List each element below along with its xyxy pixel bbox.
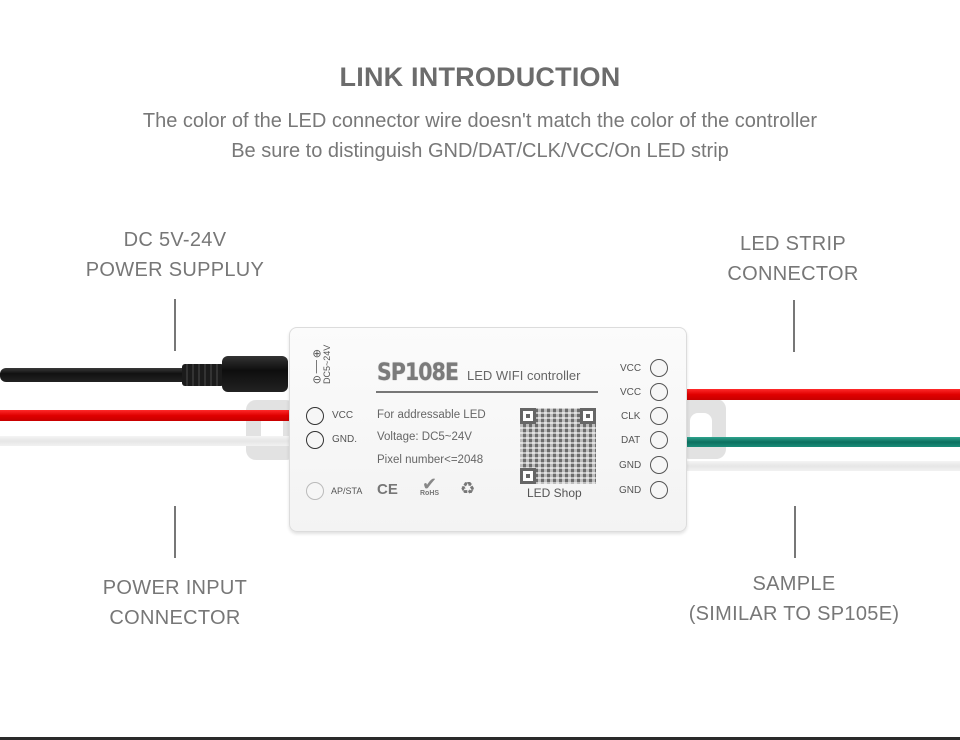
wire-white-right	[685, 461, 960, 471]
callout-power-supply-line1: DC 5V-24V	[123, 229, 227, 251]
subtitle-line-1: The color of the LED connector wire does…	[142, 110, 818, 132]
port-label: VCC	[620, 363, 642, 374]
dc-jack-grip	[182, 364, 224, 386]
callout-sample: SAMPLE (SIMILAR TO SP105E)	[664, 569, 924, 629]
dc-polarity-icon: ⊕│⊖	[312, 348, 322, 386]
leader-line-power-input	[174, 506, 176, 558]
port-dat	[650, 431, 668, 449]
spec-addressable: For addressable LED	[377, 409, 486, 421]
leader-line-led-strip	[793, 300, 795, 352]
bottom-border	[0, 737, 960, 740]
qr-caption: LED Shop	[527, 486, 582, 500]
spec-voltage: Voltage: DC5~24V	[377, 431, 472, 443]
leader-line-sample	[794, 506, 796, 558]
port-label: GND.	[332, 434, 357, 445]
callout-led-strip-connector: LED STRIP CONNECTOR	[673, 229, 913, 289]
port-vcc-1	[650, 359, 668, 377]
callout-power-input-connector: POWER INPUT CONNECTOR	[55, 573, 295, 633]
port-label: AP/STA	[331, 486, 363, 496]
callout-power-input-line1: POWER INPUT	[102, 577, 248, 599]
ap-sta-button[interactable]	[306, 482, 324, 500]
port-label: VCC	[620, 387, 642, 398]
port-vcc-input	[306, 407, 324, 425]
port-label: CLK	[621, 411, 641, 422]
wire-green-right	[685, 437, 960, 447]
dc-voltage-label: DC5~24V	[322, 344, 332, 384]
port-label: GND	[619, 485, 642, 496]
product-name: LED WIFI controller	[467, 368, 581, 383]
port-label: VCC	[332, 410, 354, 421]
wire-red-right	[685, 389, 960, 400]
recycle-icon: ♻	[460, 479, 476, 498]
model-name: SP108E	[377, 358, 459, 386]
port-vcc-2	[650, 383, 668, 401]
right-wire-clip	[680, 399, 726, 459]
callout-power-input-line2: CONNECTOR	[109, 607, 241, 629]
leader-line-power-supply	[174, 299, 176, 351]
page-title: LINK INTRODUCTION	[339, 62, 621, 92]
rohs-icon: ✔ RoHS	[420, 474, 440, 497]
callout-power-supply: DC 5V-24V POWER SUPPLUY	[55, 225, 295, 285]
wire-white-left	[0, 436, 292, 446]
callout-led-strip-line1: LED STRIP	[739, 233, 847, 255]
port-gnd-2	[650, 481, 668, 499]
sp108e-controller: ⊕│⊖ DC5~24V VCC GND. AP/STA SP108E LED W…	[289, 327, 687, 532]
dc-jack-icon	[222, 356, 288, 392]
spec-pixel-number: Pixel number<=2048	[377, 454, 484, 466]
wire-red-left	[0, 410, 292, 421]
callout-sample-line1: SAMPLE	[752, 573, 836, 595]
power-cable-black	[0, 368, 190, 382]
qr-code[interactable]	[520, 408, 596, 484]
port-gnd-1	[650, 456, 668, 474]
port-label: GND	[619, 460, 642, 471]
port-gnd-input	[306, 431, 324, 449]
ce-mark-icon: CE	[377, 481, 398, 498]
callout-power-supply-line2: POWER SUPPLUY	[85, 259, 265, 281]
subtitle-line-2: Be sure to distinguish GND/DAT/CLK/VCC/O…	[231, 140, 729, 162]
callout-led-strip-line2: CONNECTOR	[727, 263, 859, 285]
port-clk	[650, 407, 668, 425]
callout-sample-line2: (SIMILAR TO SP105E)	[688, 603, 900, 625]
port-label: DAT	[621, 435, 641, 446]
divider	[376, 391, 598, 393]
